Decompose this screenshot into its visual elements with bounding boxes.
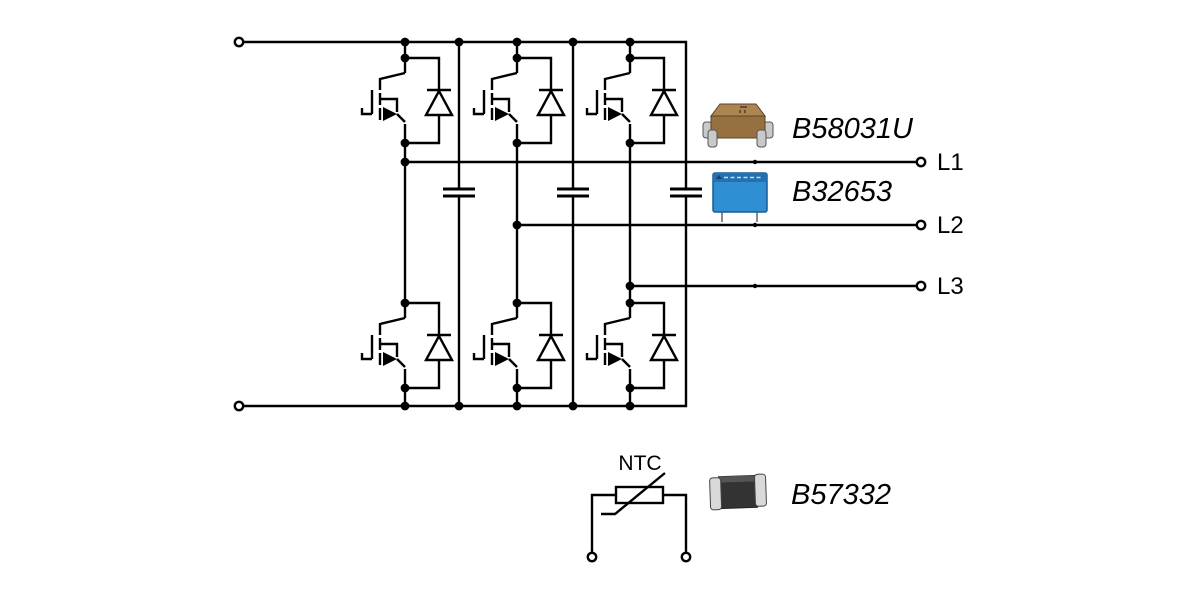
ntc-chip-photo — [709, 473, 767, 511]
tap-dot — [752, 222, 758, 228]
tap-dot — [752, 159, 758, 165]
ceralink-part-number: B58031U — [792, 113, 914, 145]
tap-dot — [752, 283, 758, 289]
l1-label: L1 — [937, 149, 964, 176]
low-side-switch-2 — [472, 297, 566, 394]
l3-label: L3 — [937, 273, 964, 300]
ntc-terminal-left — [586, 551, 598, 563]
film-capacitor-photo — [712, 172, 768, 222]
ceralink-photo — [702, 103, 774, 148]
dc-link-capacitor-3 — [670, 187, 702, 198]
ntc-label: NTC — [618, 452, 661, 475]
dc-link-capacitor-2 — [557, 42, 589, 406]
film-cap-logo — [716, 175, 722, 179]
dc-rails — [233, 36, 688, 412]
ntc-part-number: B57332 — [791, 479, 891, 511]
l2-label: L2 — [937, 212, 964, 239]
l3-terminal — [915, 280, 927, 292]
high-side-switch-3 — [585, 52, 679, 149]
dc-plus-terminal — [233, 36, 245, 48]
l1-terminal — [915, 156, 927, 168]
ntc-chip-terminal-right — [754, 473, 767, 507]
ceralink-marking — [739, 106, 747, 113]
high-side-switch-2 — [472, 52, 566, 149]
ntc-chip-terminal-left — [709, 477, 723, 511]
ntc-chip-sheen — [718, 475, 757, 483]
low-side-switch-3 — [585, 297, 679, 394]
phase-line-l2: L2 — [512, 212, 964, 239]
phase-legs — [403, 42, 632, 406]
phase-line-l3: L3 — [625, 273, 964, 300]
dc-link-capacitor-1 — [443, 42, 475, 406]
dc-minus-terminal — [233, 400, 245, 412]
film-cap-part-number: B32653 — [792, 176, 892, 208]
ceralink-top-face — [710, 103, 766, 117]
phase-line-l1: L1 — [400, 149, 964, 176]
low-side-switch-1 — [360, 297, 454, 394]
ntc-symbol: NTC — [586, 452, 692, 563]
ceralink-front-face — [710, 115, 766, 139]
l2-terminal — [915, 219, 927, 231]
high-side-switch-1 — [360, 52, 454, 149]
ntc-terminal-right — [680, 551, 692, 563]
